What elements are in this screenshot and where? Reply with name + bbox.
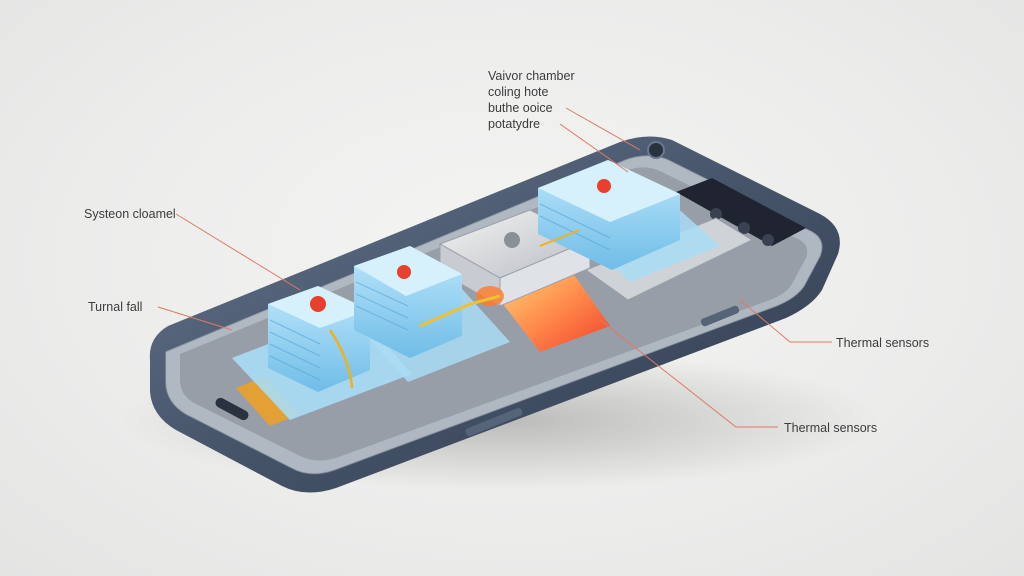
thermal-fall-label: Turnal fall	[88, 300, 143, 314]
leader-thermal-sensors-lower	[599, 319, 778, 428]
leader-thermal-sensors-upper	[739, 299, 832, 343]
indicator-dot	[597, 179, 611, 193]
processor-cap	[504, 232, 520, 248]
leader-vapor-2	[559, 123, 629, 173]
camera-lens-icon	[738, 222, 750, 234]
camera-module	[676, 178, 806, 246]
vapor-chamber-label-group: Vaivor chamber coling hote buthe ooice p…	[488, 68, 575, 132]
usb-port-icon	[215, 397, 249, 421]
leader-vapor-1	[565, 107, 641, 151]
leader-thermal-fall	[157, 306, 233, 331]
heat-pipe	[419, 294, 501, 328]
heat-pipe	[539, 229, 581, 247]
vapor-chamber-label-line-4: potatydre	[488, 117, 541, 131]
camera-lens-icon	[710, 208, 722, 220]
indicator-dot	[397, 265, 411, 279]
camera-lens-icon	[647, 141, 665, 159]
side-button-icon	[700, 305, 740, 327]
camera-lens-icon	[762, 234, 774, 246]
vapor-chamber-label-line-1: Vaivor chamber	[488, 69, 575, 83]
cooling-fins-left	[269, 319, 321, 381]
thermal-sensors-upper-label: Thermal sensors	[836, 336, 930, 350]
thermal-sensors-lower-label: Thermal sensors	[784, 421, 878, 435]
cooling-block-right-top	[538, 160, 680, 222]
vapor-chamber-label-line-2: coling hote	[488, 85, 549, 99]
cooling-fins-mid	[355, 281, 409, 331]
leader-lines	[157, 107, 832, 428]
indicator-dot	[310, 296, 326, 312]
system-channel-label: Systeon cloamel	[84, 207, 176, 221]
leader-system-channel	[175, 213, 301, 291]
side-button-icon	[465, 407, 523, 437]
heat-pipe	[328, 329, 354, 389]
vapor-chamber-label-line-3: buthe ooice	[488, 101, 553, 115]
